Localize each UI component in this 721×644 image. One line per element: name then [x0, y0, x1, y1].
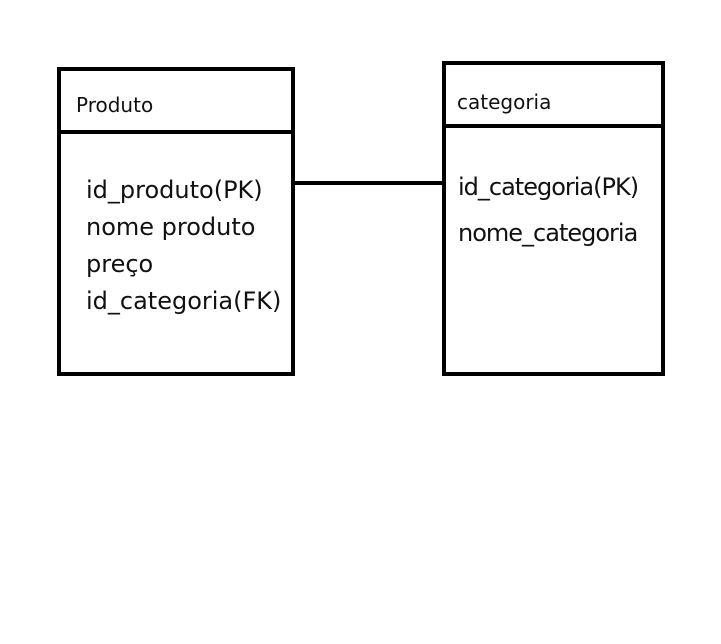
entity-categoria-title: categoria: [446, 65, 661, 128]
entity-produto: Produto id_produto(PK) nome produto preç…: [57, 67, 295, 376]
attribute-id-categoria-pk: id_categoria(PK): [458, 173, 639, 201]
attribute-nome-categoria: nome_categoria: [458, 219, 638, 247]
entity-categoria-attributes: id_categoria(PK) nome_categoria: [446, 128, 661, 267]
entity-categoria: categoria id_categoria(PK) nome_categori…: [442, 61, 665, 376]
entity-produto-attributes: id_produto(PK) nome produto preço id_cat…: [61, 134, 291, 326]
entity-produto-title: Produto: [61, 71, 291, 134]
attribute-preco: preço: [86, 250, 154, 278]
relationship-line: [295, 181, 442, 185]
attribute-id-categoria-fk: id_categoria(FK): [86, 287, 282, 315]
attribute-nome-produto: nome produto: [86, 213, 256, 241]
attribute-id-produto: id_produto(PK): [86, 176, 263, 204]
